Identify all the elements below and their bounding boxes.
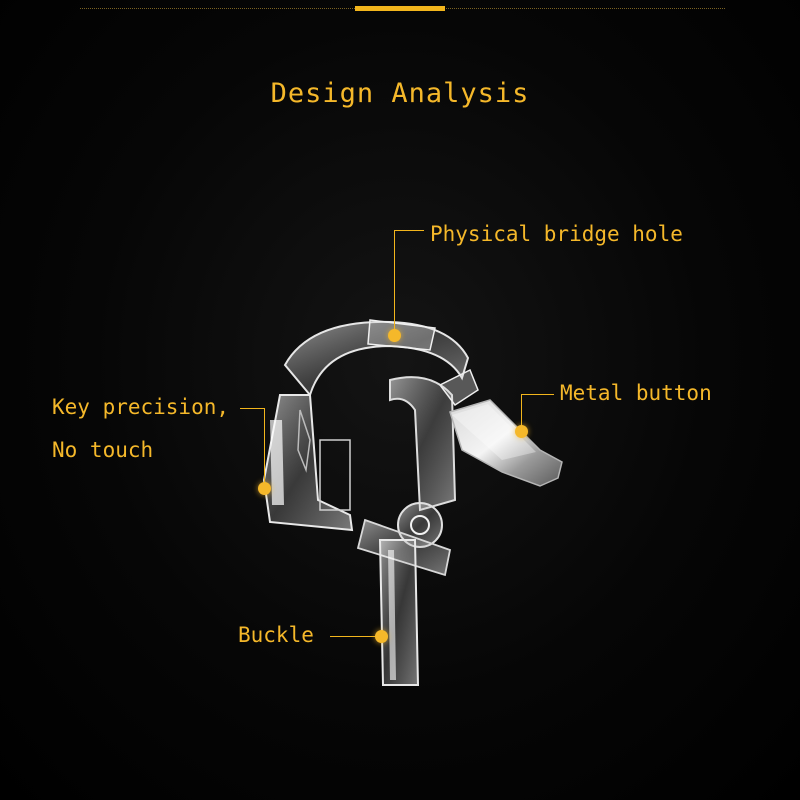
no-touch-label: No touch [52,438,154,462]
metal-button-leader-vertical [521,394,522,432]
metal-button-leader-horizontal [521,394,554,395]
metal-button-label: Metal button [560,381,712,405]
top-accent-bar [355,6,445,11]
key-precision-leader-horizontal [240,408,264,409]
page-title: Design Analysis [270,78,530,109]
buckle-label: Buckle [238,623,314,647]
key-precision-label: Key precision, [52,395,230,419]
callout-dot-icon [515,425,528,438]
bridge-hole-label: Physical bridge hole [430,222,683,246]
callout-dot-icon [258,482,271,495]
callout-dot-icon [388,329,401,342]
buckle-leader-horizontal [330,636,378,637]
bridge-hole-leader-vertical [394,230,395,336]
key-precision-leader-vertical [264,408,265,488]
bridge-hole-leader-horizontal [394,230,424,231]
trigger-illustration-icon [262,319,563,686]
callout-dot-icon [375,630,388,643]
